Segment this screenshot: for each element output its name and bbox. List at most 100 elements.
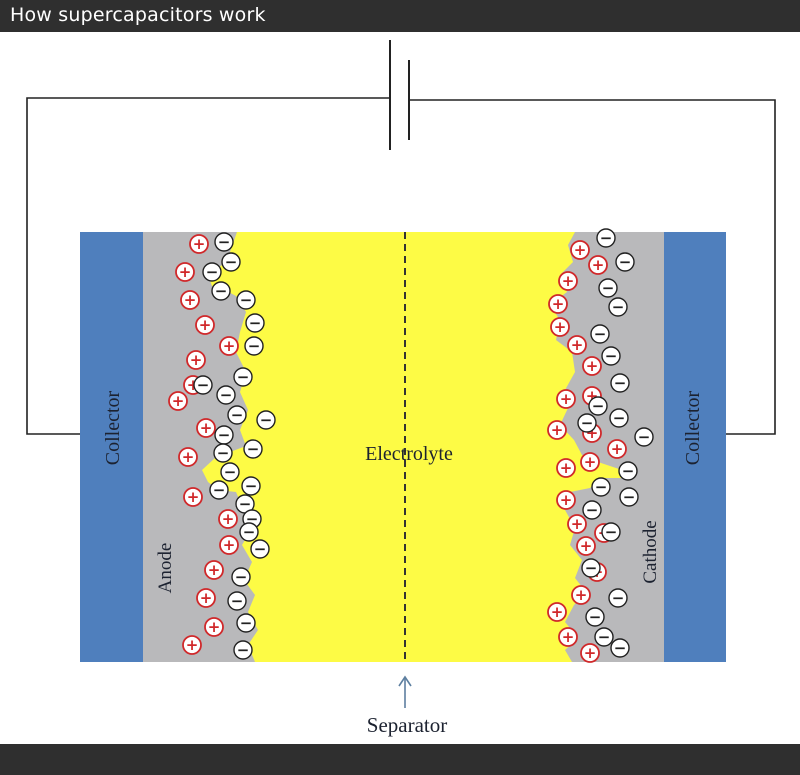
- positive-ion: +: [548, 294, 568, 314]
- separator-arrow-icon: [398, 675, 412, 708]
- minus-sign: −: [586, 501, 599, 519]
- positive-ion: +: [571, 585, 591, 605]
- positive-ion: +: [576, 536, 596, 556]
- positive-charges: ++++++++++++++++++++++++++++++++++++++++: [168, 234, 627, 663]
- plus-sign: +: [184, 291, 197, 309]
- negative-ion: −: [591, 477, 611, 497]
- plus-sign: +: [580, 537, 593, 555]
- collector-left-label: Collector: [102, 390, 124, 465]
- positive-ion: +: [186, 350, 206, 370]
- minus-sign: −: [243, 523, 256, 541]
- minus-sign: −: [237, 641, 250, 659]
- negative-ion: −: [609, 408, 629, 428]
- plus-sign: +: [193, 235, 206, 253]
- minus-sign: −: [254, 540, 267, 558]
- positive-ion: +: [580, 643, 600, 663]
- negative-ion: −: [236, 613, 256, 633]
- plus-sign: +: [592, 256, 605, 274]
- minus-sign: −: [605, 523, 618, 541]
- negative-ion: −: [601, 522, 621, 542]
- plus-sign: +: [179, 263, 192, 281]
- negative-ion: −: [619, 487, 639, 507]
- negative-ion: −: [596, 228, 616, 248]
- negative-ion: −: [634, 427, 654, 447]
- positive-ion: +: [588, 255, 608, 275]
- positive-ion: +: [219, 535, 239, 555]
- negative-ion: −: [618, 461, 638, 481]
- minus-sign: −: [239, 495, 252, 513]
- negative-ion: −: [241, 476, 261, 496]
- positive-ion: +: [582, 356, 602, 376]
- minus-sign: −: [237, 368, 250, 386]
- bottom-bar: [0, 744, 800, 775]
- plus-sign: +: [551, 603, 564, 621]
- negative-ion: −: [582, 500, 602, 520]
- plus-sign: +: [584, 453, 597, 471]
- plus-sign: +: [200, 589, 213, 607]
- minus-sign: −: [225, 253, 238, 271]
- positive-ion: +: [178, 447, 198, 467]
- positive-ion: +: [570, 240, 590, 260]
- plus-sign: +: [571, 515, 584, 533]
- minus-sign: −: [240, 614, 253, 632]
- circuit-wire: [26, 97, 776, 435]
- minus-sign: −: [602, 279, 615, 297]
- battery-symbol: [389, 40, 410, 150]
- minus-sign: −: [622, 462, 635, 480]
- plus-sign: +: [223, 337, 236, 355]
- positive-ion: +: [180, 290, 200, 310]
- plus-sign: +: [571, 336, 584, 354]
- positive-ion: +: [567, 514, 587, 534]
- minus-sign: −: [231, 592, 244, 610]
- minus-sign: −: [581, 414, 594, 432]
- positive-ion: +: [547, 420, 567, 440]
- minus-sign: −: [218, 233, 231, 251]
- negative-ion: −: [213, 443, 233, 463]
- negative-ion: −: [245, 313, 265, 333]
- minus-sign: −: [235, 568, 248, 586]
- negative-ion: −: [231, 567, 251, 587]
- minus-sign: −: [240, 291, 253, 309]
- minus-sign: −: [623, 488, 636, 506]
- minus-sign: −: [612, 298, 625, 316]
- negative-ion: −: [588, 396, 608, 416]
- positive-ion: +: [219, 336, 239, 356]
- negative-ion: −: [581, 558, 601, 578]
- negative-ion: −: [202, 262, 222, 282]
- negative-ion: −: [256, 410, 276, 430]
- plus-sign: +: [190, 351, 203, 369]
- window-title: How supercapacitors work: [10, 4, 266, 26]
- plus-sign: +: [584, 644, 597, 662]
- minus-sign: −: [585, 559, 598, 577]
- positive-ion: +: [204, 617, 224, 637]
- electrolyte-region: [202, 232, 628, 662]
- positive-ion: +: [567, 335, 587, 355]
- supercapacitor-diagram: Collector Collector Anode Cathode Electr…: [26, 40, 776, 737]
- negative-ion: −: [608, 297, 628, 317]
- minus-sign: −: [217, 444, 230, 462]
- negative-ion: −: [615, 252, 635, 272]
- negative-ion: −: [577, 413, 597, 433]
- minus-sign: −: [613, 409, 626, 427]
- minus-sign: −: [224, 463, 237, 481]
- negative-ion: −: [243, 439, 263, 459]
- plus-sign: +: [560, 491, 573, 509]
- positive-ion: +: [196, 588, 216, 608]
- positive-ion: +: [556, 490, 576, 510]
- plus-sign: +: [562, 272, 575, 290]
- positive-ion: +: [218, 509, 238, 529]
- positive-ion: +: [556, 458, 576, 478]
- minus-sign: −: [206, 263, 219, 281]
- minus-sign: −: [592, 397, 605, 415]
- plus-sign: +: [222, 510, 235, 528]
- minus-sign: −: [595, 478, 608, 496]
- plus-sign: +: [187, 488, 200, 506]
- minus-sign: −: [612, 589, 625, 607]
- negative-ion: −: [235, 494, 255, 514]
- plus-sign: +: [200, 419, 213, 437]
- negative-ion: −: [233, 640, 253, 660]
- negative-ion: −: [250, 539, 270, 559]
- negative-ion: −: [610, 373, 630, 393]
- negative-ion: −: [239, 522, 259, 542]
- positive-ion: +: [196, 418, 216, 438]
